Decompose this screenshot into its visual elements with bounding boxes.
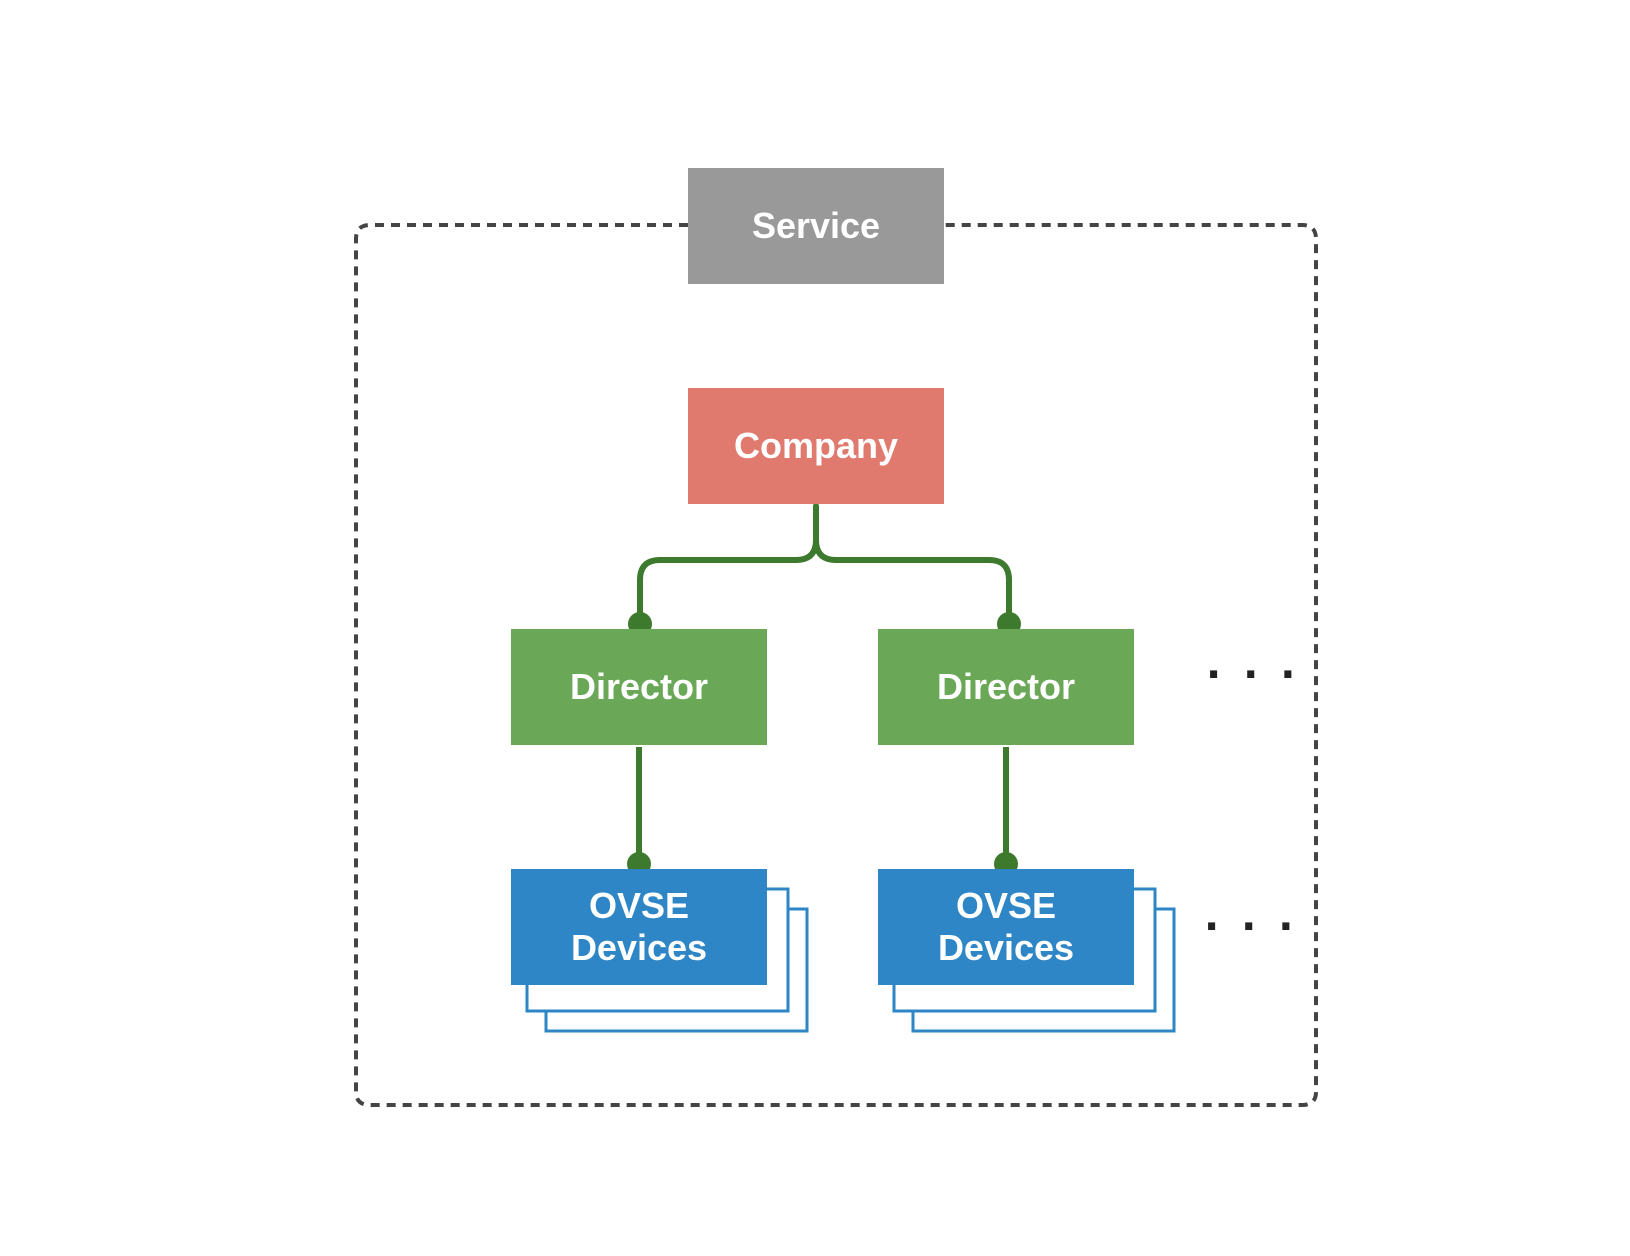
ovse-devices-node-1: OVSE Devices: [511, 869, 767, 985]
company-director-connector: [637, 503, 1012, 627]
director-label-1: Director: [569, 666, 709, 707]
devices-label-line1-2: OVSE: [955, 885, 1057, 926]
director-label-2: Director: [936, 666, 1076, 707]
service-node: Service: [688, 168, 944, 284]
company-node: Company: [688, 388, 944, 504]
ovse-devices-node-2: OVSE Devices: [878, 869, 1134, 985]
more-directors-ellipsis: · · ·: [1206, 652, 1300, 698]
service-label: Service: [751, 205, 881, 246]
devices-label-line2-2: Devices: [937, 927, 1075, 968]
director-node-2: Director: [878, 629, 1134, 745]
devices-label-line1-1: OVSE: [588, 885, 690, 926]
director-node-1: Director: [511, 629, 767, 745]
service-boundary: [354, 223, 1318, 1107]
company-label: Company: [733, 425, 899, 466]
more-devices-ellipsis: · · ·: [1204, 904, 1298, 950]
devices-label-line2-1: Devices: [570, 927, 708, 968]
